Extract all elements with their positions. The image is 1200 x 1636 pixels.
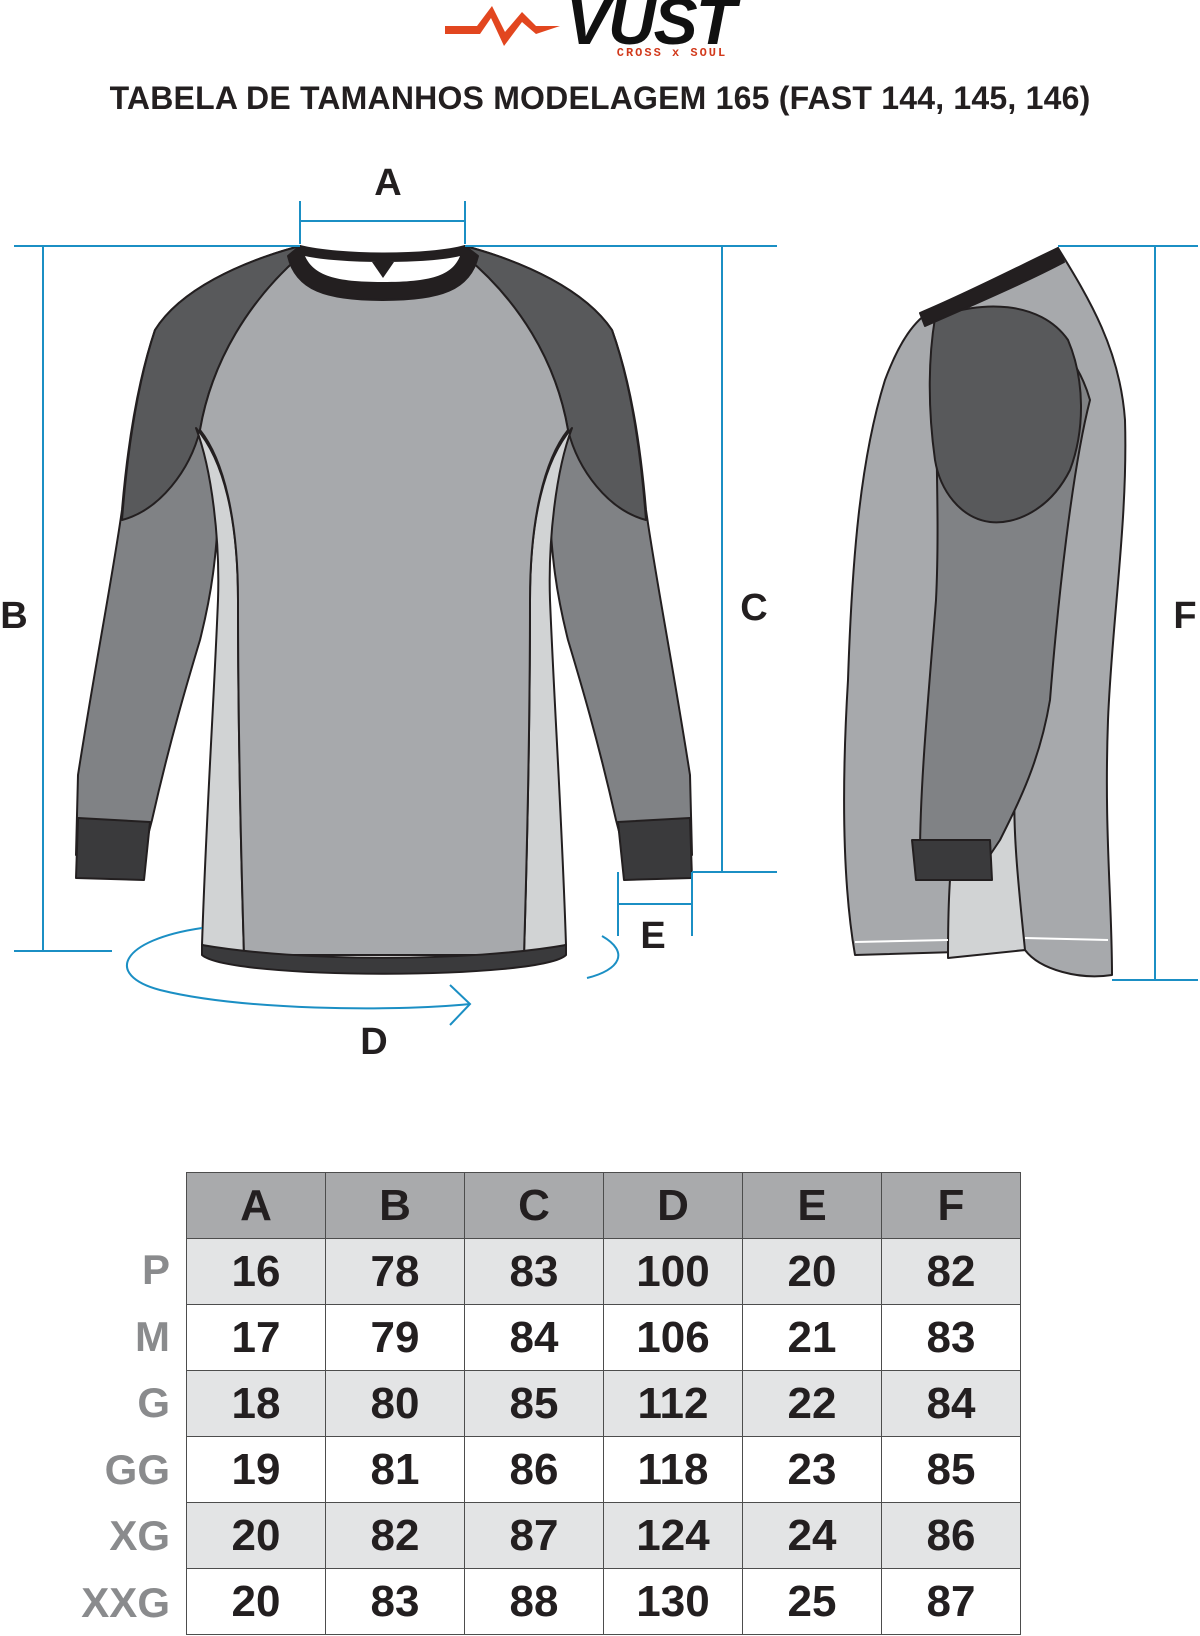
jersey-measurement-diagram: A B C E D F [0,150,1200,1070]
label-a: A [374,162,401,204]
table-cell: 82 [882,1239,1021,1305]
table-cell: 86 [882,1503,1021,1569]
size-label: M [60,1304,170,1371]
side-jersey [844,248,1125,976]
label-d: D [360,1021,387,1063]
table-cell: 19 [187,1437,326,1503]
column-header-e: E [743,1173,882,1239]
page-title: TABELA DE TAMANHOS MODELAGEM 165 (FAST 1… [0,80,1200,117]
label-c: C [740,587,767,629]
table-cell: 81 [326,1437,465,1503]
table-cell: 21 [743,1305,882,1371]
table-cell: 78 [326,1239,465,1305]
table-cell: 106 [604,1305,743,1371]
size-label: XG [60,1503,170,1570]
table-cell: 18 [187,1371,326,1437]
size-label: P [60,1237,170,1304]
left-cuff [76,818,150,880]
side-shoulder-panel [930,306,1081,522]
table-cell: 87 [882,1569,1021,1635]
table-cell: 82 [326,1503,465,1569]
table-cell: 25 [743,1569,882,1635]
size-label: G [60,1370,170,1437]
column-header-f: F [882,1173,1021,1239]
front-jersey [76,246,692,974]
table-cell: 22 [743,1371,882,1437]
right-cuff [618,818,692,880]
label-f: F [1173,595,1196,637]
label-b: B [0,595,27,637]
table-cell: 20 [187,1569,326,1635]
table-cell: 79 [326,1305,465,1371]
table-cell: 112 [604,1371,743,1437]
table-cell: 83 [465,1239,604,1305]
table-cell: 85 [882,1437,1021,1503]
table-cell: 85 [465,1371,604,1437]
table-cell: 83 [326,1569,465,1635]
table-cell: 87 [465,1503,604,1569]
column-header-c: C [465,1173,604,1239]
table-cell: 20 [187,1503,326,1569]
brand-tagline: CROSS x SOUL [617,46,727,60]
label-e: E [640,915,665,957]
table-cell: 84 [882,1371,1021,1437]
table-cell: 17 [187,1305,326,1371]
table-cell: 23 [743,1437,882,1503]
brand-logo: VUST CROSS x SOUL [0,0,1200,64]
measure-a-line [300,201,465,244]
front-body-panel [200,256,568,955]
table-cell: 16 [187,1239,326,1305]
table-cell: 118 [604,1437,743,1503]
table-cell: 86 [465,1437,604,1503]
table-cell: 88 [465,1569,604,1635]
column-header-d: D [604,1173,743,1239]
table-cell: 24 [743,1503,882,1569]
table-cell: 130 [604,1569,743,1635]
table-cell: 124 [604,1503,743,1569]
table-cell: 100 [604,1239,743,1305]
size-label: XXG [60,1570,170,1636]
table-cell: 80 [326,1371,465,1437]
measure-c-line [692,246,777,872]
table-cell: 83 [882,1305,1021,1371]
lightning-zigzag-icon [445,6,560,46]
size-label: GG [60,1437,170,1504]
side-cuff [912,840,992,880]
column-header-a: A [187,1173,326,1239]
table-cell: 20 [743,1239,882,1305]
table-cell: 84 [465,1305,604,1371]
column-header-b: B [326,1173,465,1239]
